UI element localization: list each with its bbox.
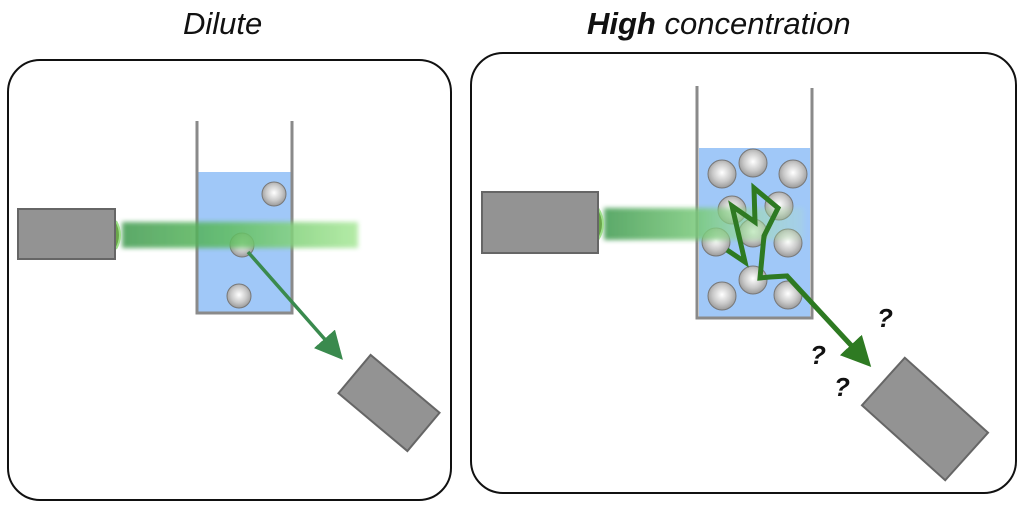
dilute-particle: [261, 181, 287, 207]
high-particle: [707, 281, 737, 311]
dilute-laser-beam: [122, 222, 358, 248]
question-mark: ?: [877, 303, 893, 333]
high-cuvette: [695, 86, 814, 320]
dilute-laser-source: [17, 208, 116, 260]
dilute-cuvette: [195, 121, 294, 315]
question-mark: ?: [810, 340, 826, 370]
high-particle: [707, 159, 737, 189]
high-multiple-scatter-path: [725, 182, 872, 368]
high-title-plain: concentration: [664, 6, 851, 41]
high-laser-aperture: [597, 207, 604, 241]
high-particle: [778, 159, 808, 189]
dilute-laser-aperture: [115, 220, 121, 250]
dilute-particle: [226, 283, 252, 309]
dilute-scatter-arrow: [246, 250, 343, 360]
high-laser-source: [481, 191, 599, 254]
high-title-bold: High: [587, 6, 656, 41]
high-detector: [860, 356, 990, 482]
high-concentration-title: High concentration: [587, 6, 851, 42]
dilute-detector: [337, 353, 441, 453]
dilute-title-text: Dilute: [183, 6, 263, 41]
dilute-title: Dilute: [183, 6, 262, 42]
question-mark: ?: [834, 372, 850, 402]
high-particle: [738, 148, 768, 178]
